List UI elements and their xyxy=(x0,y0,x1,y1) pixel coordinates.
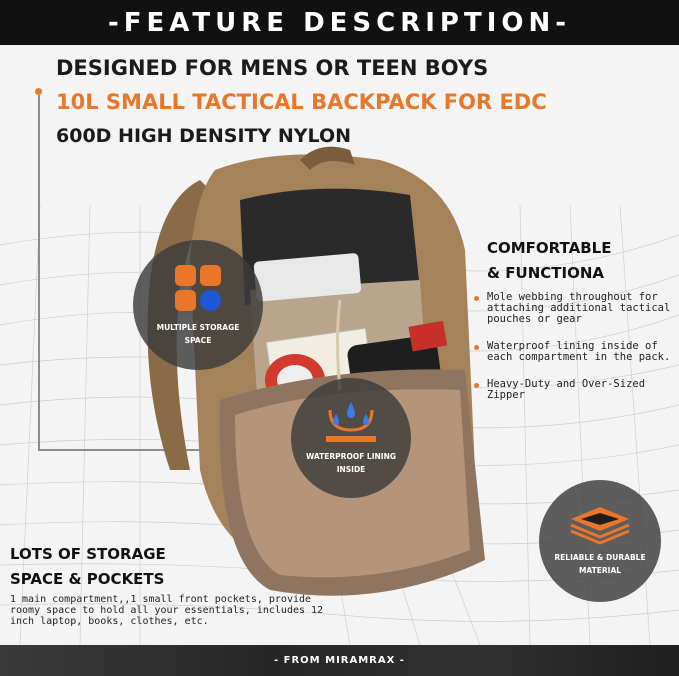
storage-grid-icon xyxy=(175,265,221,311)
guide-dot xyxy=(35,88,42,95)
feature-storage-circle: MULTIPLE STORAGE SPACE xyxy=(133,240,263,370)
backpack-image xyxy=(147,146,486,596)
footer-brand: - FROM MIRAMRAX - xyxy=(274,655,405,666)
storage-title-line2: SPACE & POCKETS xyxy=(10,570,165,588)
feature-waterproof-circle: WATERPROOF LINING INSIDE xyxy=(291,378,411,498)
feature-durable-circle: RELIABLE & DURABLE MATERIAL xyxy=(539,480,661,602)
feature-storage-caption: MULTIPLE STORAGE SPACE xyxy=(156,323,240,345)
comfort-bullet-lining: Waterproof lining inside of each compart… xyxy=(487,340,671,363)
feature-banner: -FEATURE DESCRIPTION- xyxy=(0,0,679,45)
layered-fabric-icon xyxy=(570,507,630,545)
footer-bar: - FROM MIRAMRAX - xyxy=(0,645,679,676)
headline-material: 600D HIGH DENSITY NYLON xyxy=(56,125,352,147)
headline-target-audience: DESIGNED FOR MENS OR TEEN BOYS xyxy=(56,56,489,80)
headline-product: 10L SMALL TACTICAL BACKPACK FOR EDC xyxy=(56,90,547,114)
comfort-title-line1: COMFORTABLE xyxy=(487,239,612,257)
guide-line-vertical xyxy=(38,95,40,450)
storage-title-line1: LOTS OF STORAGE xyxy=(10,545,166,563)
bullet-dot xyxy=(474,383,479,388)
bullet-dot xyxy=(474,345,479,350)
comfort-title-line2: & FUNCTIONA xyxy=(487,264,605,282)
comfort-bullet-zipper: Heavy-Duty and Over-Sized Zipper xyxy=(487,378,646,401)
feature-waterproof-caption: WATERPROOF LINING INSIDE xyxy=(306,452,396,474)
banner-title: -FEATURE DESCRIPTION- xyxy=(107,7,572,38)
comfort-bullet-molle: Mole webbing throughout for attaching ad… xyxy=(487,291,671,325)
waterproof-drop-icon xyxy=(326,402,376,442)
storage-description: 1 main compartment,,1 small front pocket… xyxy=(10,594,324,627)
feature-durable-caption: RELIABLE & DURABLE MATERIAL xyxy=(554,553,646,575)
bullet-dot xyxy=(474,296,479,301)
